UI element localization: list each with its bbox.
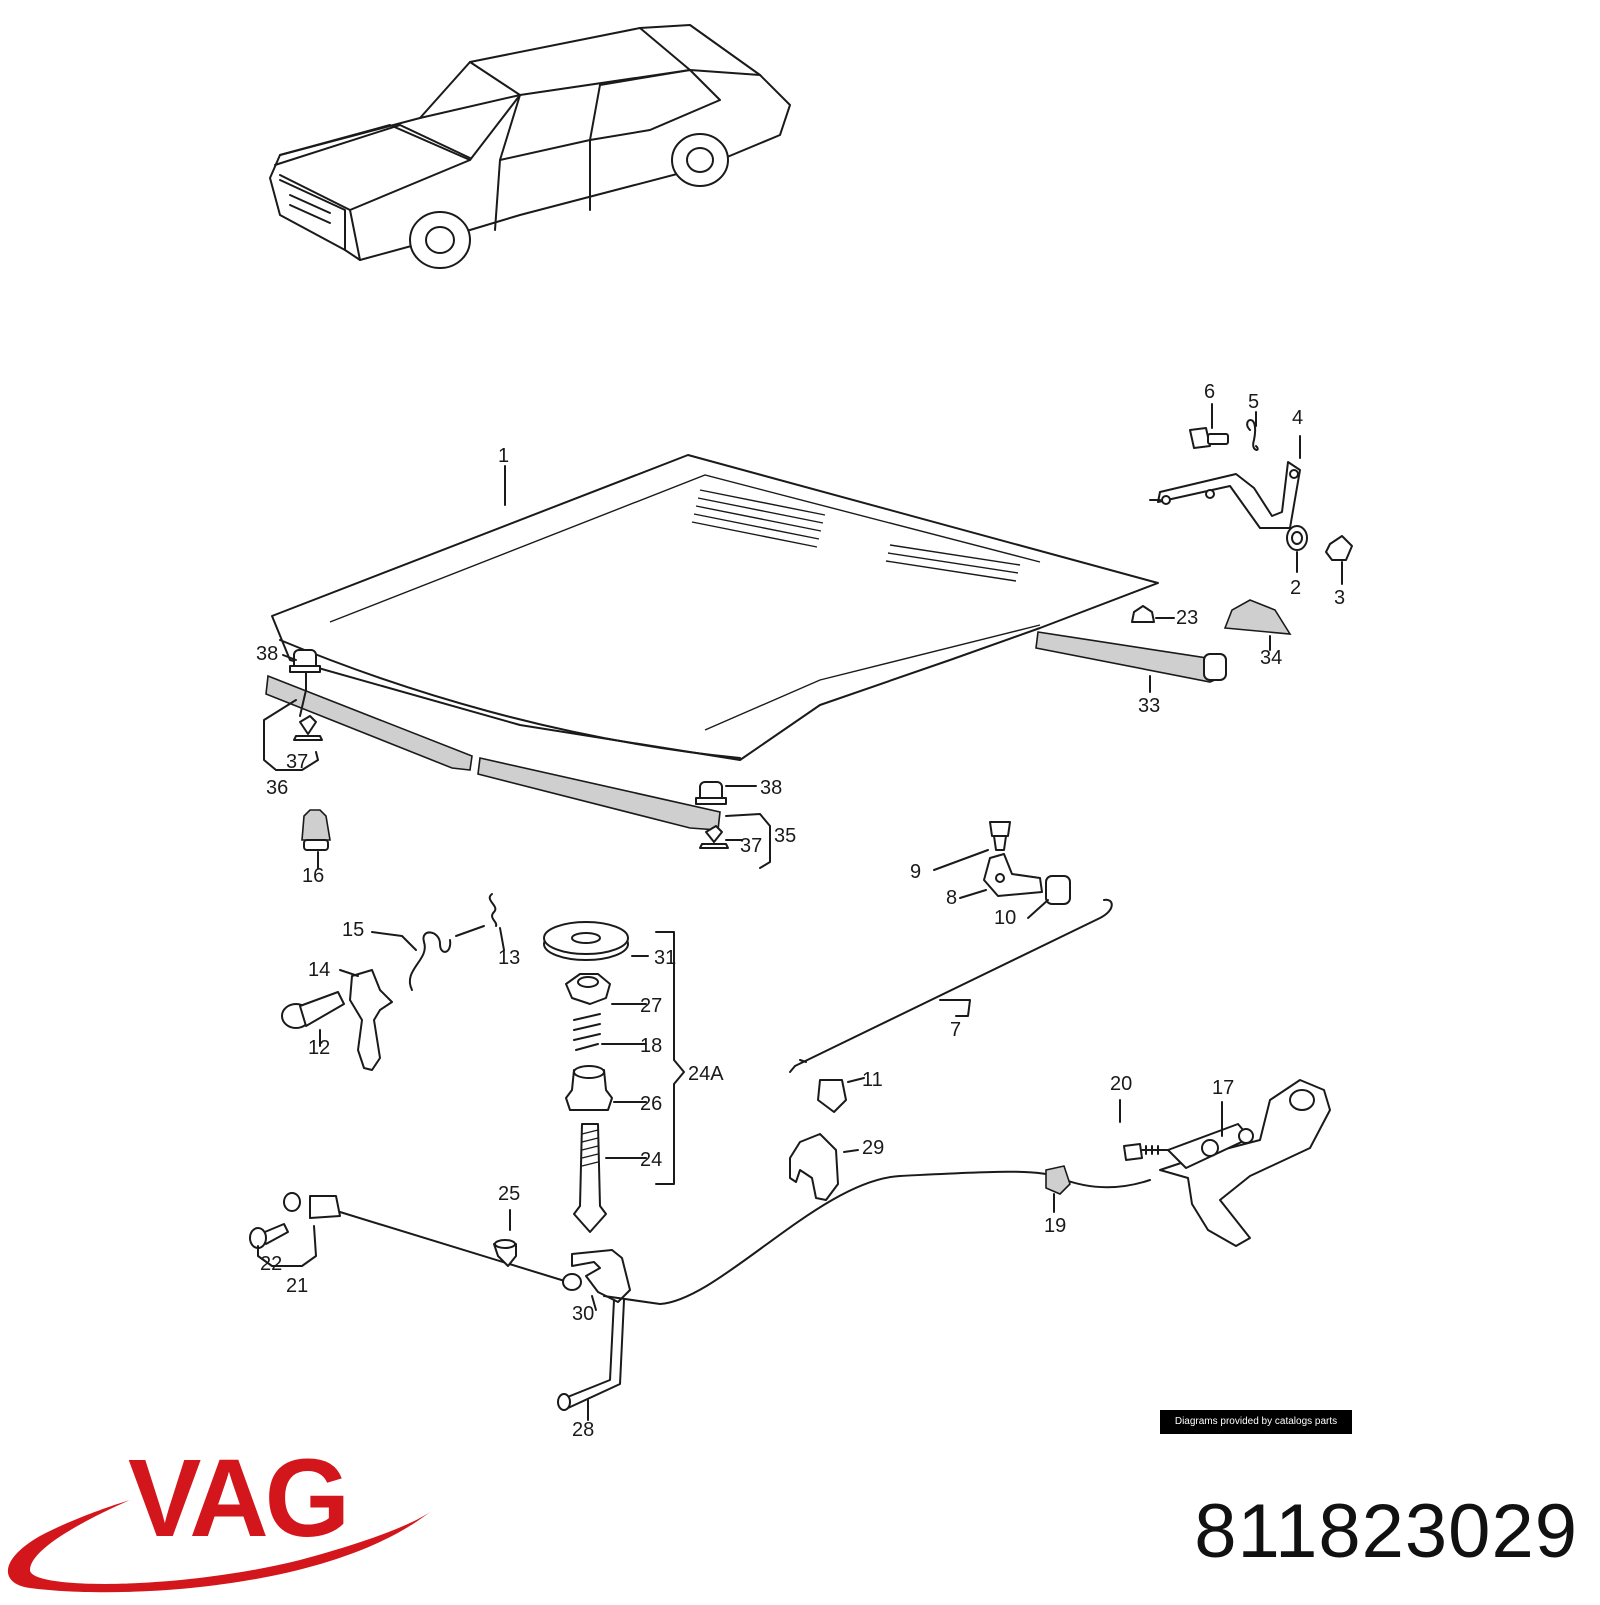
seal-end-cap [1203,653,1227,681]
hood-panel [271,454,1159,761]
buffer-16 [301,809,331,841]
buffer-38-left [289,649,321,673]
car-illustration [269,24,791,269]
callout-30: 30 [572,1303,594,1325]
callout-1: 1 [498,445,509,467]
callout-25: 25 [498,1183,520,1205]
pad-34 [1223,599,1292,635]
callout-13: 13 [498,947,520,969]
callout-28: 28 [572,1419,594,1441]
callout-36: 36 [266,777,288,799]
callout-10: 10 [994,907,1016,929]
callout-5: 5 [1248,391,1259,413]
nut-23 [1131,605,1155,623]
callout-19: 19 [1044,1215,1066,1237]
callout-12: 12 [308,1037,330,1059]
part-number: 811823029 [1194,1489,1578,1574]
callout-22: 22 [260,1253,282,1275]
callout-9: 9 [910,861,921,883]
callout-38-left: 38 [256,643,278,665]
leader-lines [257,403,1343,1421]
lock-group [281,893,498,1071]
callout-21: 21 [286,1275,308,1297]
credit-badge: Diagrams provided by catalogs parts [1160,1410,1352,1434]
callout-15: 15 [342,919,364,941]
callout-38-right: 38 [760,777,782,799]
callout-3: 3 [1334,587,1345,609]
callout-34: 34 [1260,647,1282,669]
buffer-16-base [303,839,329,851]
callout-37-right: 37 [740,835,762,857]
callout-8: 8 [946,887,957,909]
callout-2: 2 [1290,577,1301,599]
callout-17: 17 [1212,1077,1234,1099]
brand-logo: VAG [128,1437,350,1560]
hood-vents-left [691,489,826,548]
callout-20: 20 [1110,1073,1132,1095]
hinge-assembly [1149,419,1353,561]
brand-swoosh [7,1500,430,1593]
callout-31: 31 [654,947,676,969]
callout-33: 33 [1138,695,1160,717]
seal-strip-33 [1035,631,1225,683]
callout-29: 29 [862,1137,884,1159]
callout-labels: 1 2 3 4 5 6 7 8 9 10 11 12 13 14 15 16 1… [256,381,1345,1441]
hood-vents-right [885,544,1021,582]
callout-18: 18 [640,1035,662,1057]
clip-37-right [699,825,729,849]
seal-strip-36 [265,674,473,771]
callout-11: 11 [862,1069,883,1091]
callout-4: 4 [1292,407,1303,429]
striker-stack [543,921,629,1233]
callout-37-left: 37 [286,751,308,773]
bracket-group [789,821,1113,1113]
callout-14: 14 [308,959,330,981]
seal-strip-35 [477,757,721,831]
callout-6: 6 [1204,381,1215,403]
callout-16: 16 [302,865,324,887]
callout-24a: 24A [688,1063,724,1085]
clip-37-left [293,715,323,741]
callout-27: 27 [640,995,662,1017]
cable-group [249,1079,1331,1411]
callout-24: 24 [640,1149,662,1171]
buffer-38-right [695,781,727,805]
callout-23: 23 [1176,607,1198,629]
callout-26: 26 [640,1093,662,1115]
callout-7: 7 [950,1019,961,1041]
callout-35: 35 [774,825,796,847]
